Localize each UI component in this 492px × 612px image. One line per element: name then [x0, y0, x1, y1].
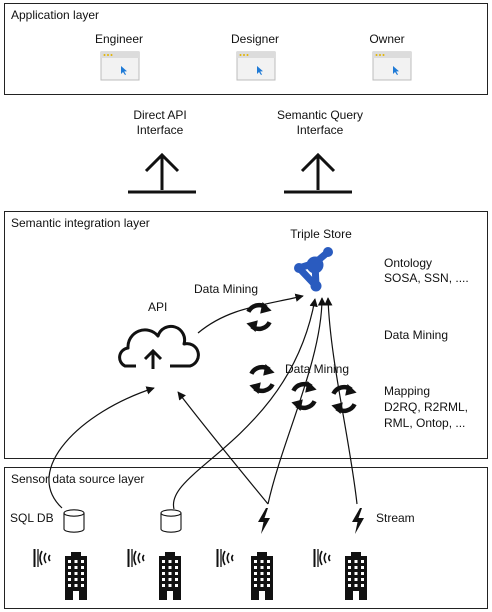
sensor-signal-icon-3 [216, 548, 234, 568]
application-layer-title: Application layer [11, 8, 100, 22]
data-mining-right-label: Data Mining [384, 328, 449, 342]
ontology-line1: Ontology [384, 256, 433, 270]
mapping-cycle-icon-2 [291, 381, 316, 411]
engineer-window-icon [100, 51, 140, 81]
mapping-line2: D2RQ, R2RML, [384, 400, 469, 414]
stream-label: Stream [376, 511, 415, 525]
direct-api-line1: Direct API [133, 108, 187, 122]
triple-store-label: Triple Store [290, 227, 352, 241]
semantic-query-line1: Semantic Query [276, 108, 364, 122]
direct-api-arrow-icon [128, 152, 196, 194]
semantic-query-arrow-icon [284, 152, 352, 194]
sensor-signal-icon-4 [313, 548, 331, 568]
mapping-cycle-icon-1 [249, 364, 274, 394]
designer-label: Designer [230, 32, 280, 46]
semantic-query-line2: Interface [296, 123, 344, 137]
semantic-integration-layer: Semantic integration layer [4, 211, 488, 459]
api-cloud-icon [118, 324, 200, 369]
data-mining-left-label: Data Mining [194, 282, 259, 296]
mapping-line3: RML, Ontop, ... [384, 416, 466, 430]
sensor-layer-title: Sensor data source layer [11, 472, 145, 486]
stream-bolt-icon-1 [258, 508, 270, 534]
building-icon-1 [65, 552, 87, 600]
mapping-cycle-icon-3 [331, 384, 356, 414]
engineer-label: Engineer [94, 32, 144, 46]
sql-db-icon [63, 509, 85, 533]
mapping-line1: Mapping [384, 384, 431, 398]
sensor-signal-icon-1 [33, 548, 51, 568]
data-mining-center-label: Data Mining [285, 362, 350, 376]
ontology-line2: SOSA, SSN, .... [384, 271, 469, 285]
building-icon-2 [159, 552, 181, 600]
building-icon-4 [345, 552, 367, 600]
data-mining-cycle-icon [246, 302, 271, 332]
sensor-signal-icon-2 [127, 548, 145, 568]
owner-window-icon [372, 51, 412, 81]
owner-label: Owner [369, 32, 405, 46]
database-icon [160, 509, 182, 533]
direct-api-line2: Interface [136, 123, 184, 137]
api-label: API [148, 300, 168, 314]
sql-db-label: SQL DB [10, 511, 54, 525]
connector-arrows [48, 293, 358, 510]
designer-window-icon [236, 51, 276, 81]
building-icon-3 [251, 552, 273, 600]
stream-bolt-icon-2 [352, 508, 364, 534]
triple-store-icon [294, 247, 333, 292]
semantic-layer-title: Semantic integration layer [11, 216, 150, 230]
